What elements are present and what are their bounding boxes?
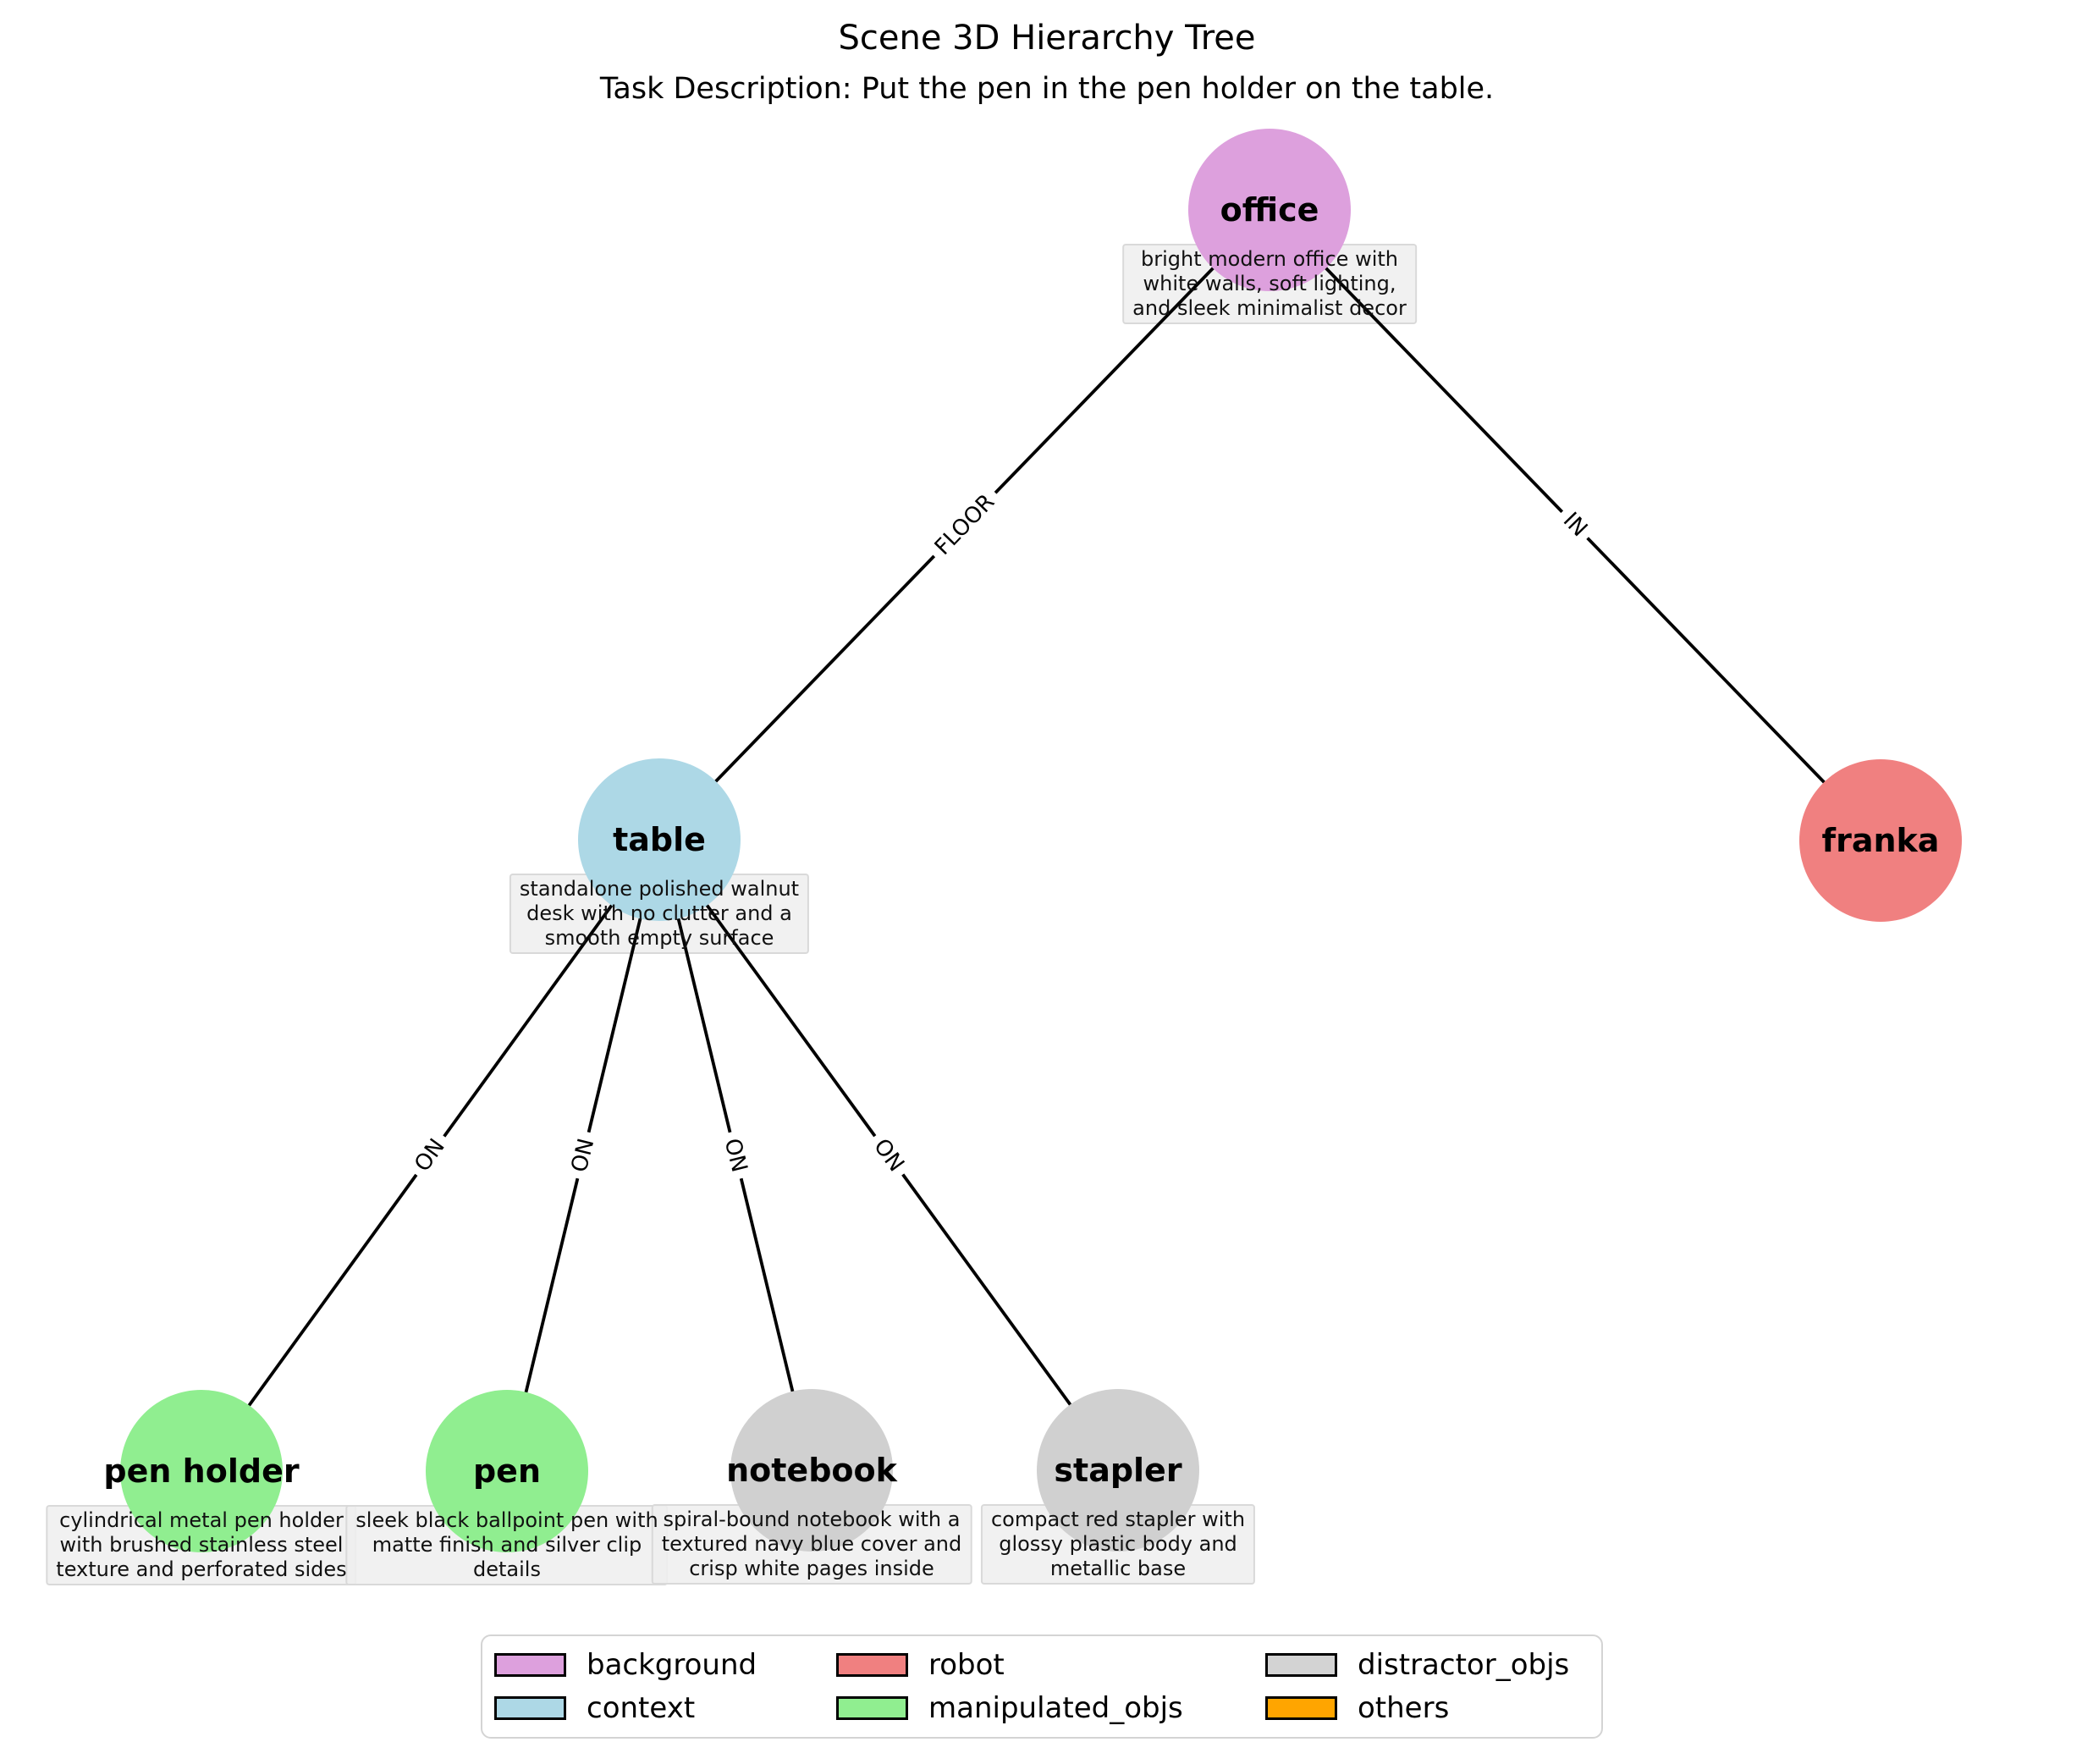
legend-label-robot: robot — [928, 1647, 1005, 1682]
node-pen_holder: pen holder — [103, 1390, 300, 1552]
node-description-table: standalone polished walnut desk with no … — [519, 877, 800, 950]
edge-label-table-pen_holder: ON — [404, 1127, 456, 1183]
node-label-stapler: stapler — [1054, 1452, 1182, 1489]
legend-label-manipulated_objs: manipulated_objs — [928, 1691, 1183, 1726]
edge-label-table-pen: ON — [563, 1128, 603, 1182]
node-label-pen_holder: pen holder — [103, 1453, 300, 1490]
node-description-pen_holder: cylindrical metal pen holder with brushe… — [56, 1508, 347, 1581]
legend-label-background: background — [587, 1647, 757, 1682]
legend-entry-distractor_objs: distractor_objs — [1265, 1648, 1601, 1682]
node-notebook: notebook — [726, 1389, 897, 1552]
edge-label-office-franka: IN — [1551, 501, 1599, 548]
node-pen: pen — [426, 1390, 588, 1552]
legend-swatch-others — [1265, 1696, 1337, 1721]
edge-label-table-stapler: ON — [862, 1127, 915, 1183]
node-description-stapler: compact red stapler with glossy plastic … — [990, 1508, 1246, 1580]
node-description-notebook: spiral-bound notebook with a textured na… — [661, 1508, 962, 1580]
legend-entry-manipulated_objs: manipulated_objs — [836, 1691, 1265, 1725]
node-label-table: table — [613, 821, 706, 858]
task-description: Task Description: Put the pen in the pen… — [599, 72, 1495, 106]
legend-label-distractor_objs: distractor_objs — [1358, 1647, 1570, 1682]
legend: background context robot manipulated_objs di… — [481, 1634, 1603, 1739]
node-label-office: office — [1220, 191, 1319, 229]
legend-entry-context: context — [494, 1691, 836, 1725]
node-office: office — [1188, 129, 1351, 291]
node-description-office: bright modern office with white walls, s… — [1132, 247, 1407, 320]
legend-label-others: others — [1358, 1691, 1450, 1726]
node-description-pen: sleek black ballpoint pen with matte fin… — [355, 1508, 658, 1581]
legend-entry-others: others — [1265, 1691, 1601, 1725]
node-table: table — [578, 758, 741, 921]
edge-label-table-notebook: ON — [715, 1128, 756, 1182]
node-stapler: stapler — [1037, 1389, 1199, 1552]
legend-swatch-manipulated_objs — [836, 1696, 908, 1721]
legend-swatch-context — [494, 1696, 566, 1721]
node-label-notebook: notebook — [726, 1452, 897, 1489]
legend-entry-robot: robot — [836, 1648, 1265, 1682]
legend-entry-background: background — [494, 1648, 836, 1682]
edge-label-office-table: FLOOR — [923, 482, 1006, 567]
legend-swatch-robot — [836, 1652, 908, 1677]
figure-title: Scene 3D Hierarchy Tree — [838, 19, 1256, 58]
node-label-franka: franka — [1821, 822, 1940, 859]
node-franka: franka — [1799, 759, 1962, 922]
node-label-pen: pen — [472, 1453, 542, 1490]
legend-label-context: context — [587, 1691, 696, 1726]
legend-swatch-background — [494, 1652, 566, 1677]
legend-swatch-distractor_objs — [1265, 1652, 1337, 1677]
